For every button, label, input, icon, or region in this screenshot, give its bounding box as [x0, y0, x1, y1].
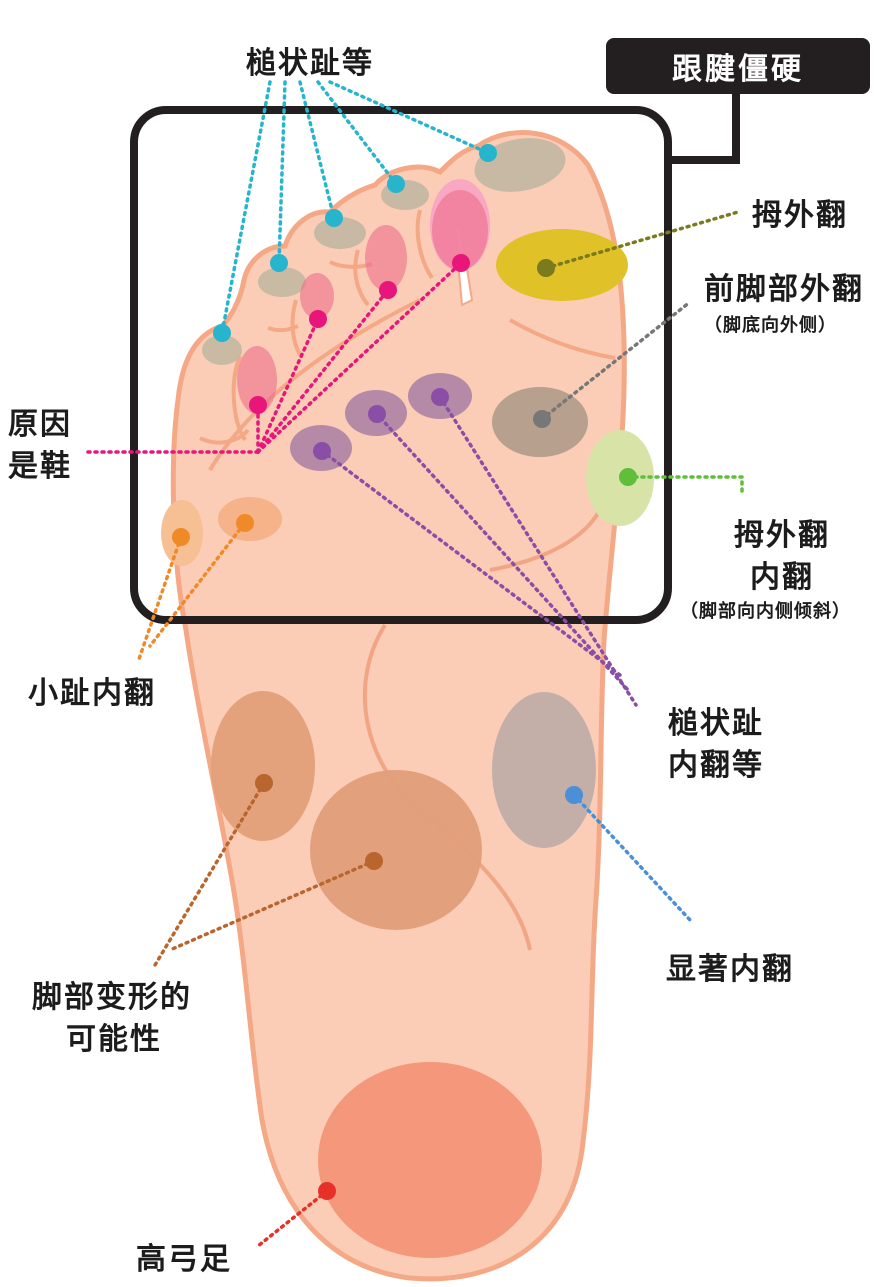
forefoot-frame	[130, 86, 740, 624]
label-deformity-line2: 可能性	[66, 1022, 162, 1057]
label-hammer-toe-varus-line1: 槌状趾	[668, 706, 764, 741]
label-cause-line2: 是鞋	[8, 449, 72, 484]
label-hammer-toe: 槌状趾等	[246, 46, 374, 81]
label-hallux-varus-note: （脚部向内侧倾斜）	[680, 601, 851, 622]
label-hallux-varus-line1: 拇外翻	[734, 518, 830, 553]
toe-nails	[202, 138, 566, 365]
label-forefoot-valgus: 前脚部外翻	[704, 272, 864, 307]
label-hammer-toe-varus-line2: 内翻等	[668, 748, 764, 783]
leader-lines	[86, 80, 744, 1248]
label-marked-varus: 显著内翻	[666, 952, 794, 987]
label-hallux-varus-line2: 内翻	[750, 560, 814, 595]
achilles-stiffness-badge: 跟腱僵硬	[606, 38, 870, 94]
label-cause-line1: 原因	[8, 407, 72, 442]
label-deformity-line1: 脚部变形的	[32, 980, 192, 1015]
marker-dots	[172, 144, 637, 1200]
label-hallux-valgus: 拇外翻	[752, 198, 848, 233]
label-little-toe-varus: 小趾内翻	[28, 676, 156, 711]
label-forefoot-valgus-note: （脚底向外侧）	[704, 315, 837, 336]
label-high-arch: 高弓足	[136, 1242, 232, 1277]
highlight-areas	[161, 179, 654, 1258]
